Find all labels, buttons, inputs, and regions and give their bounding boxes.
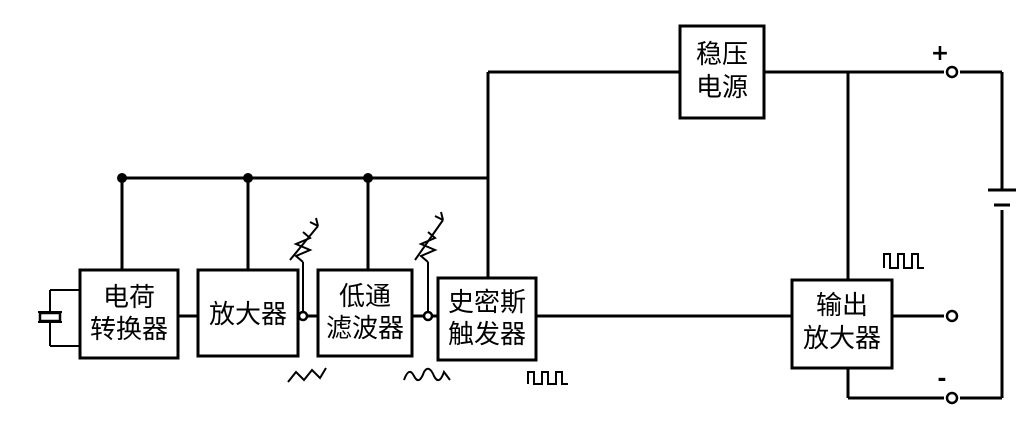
- charge-converter-line1: 电荷: [103, 283, 155, 313]
- minus-sign: -: [937, 367, 946, 392]
- adjustable-resistor-icon: [414, 211, 444, 312]
- block-output-amplifier: 输出 放大器: [790, 278, 894, 370]
- square-wave-icon: [527, 371, 568, 385]
- block-regulated-power: 稳压 电源: [678, 24, 766, 120]
- plus-sign: +: [931, 41, 949, 66]
- adjustable-resistor-icon: [289, 217, 319, 312]
- lowpass-filter-line2: 滤波器: [326, 314, 404, 344]
- junction-dots: [117, 173, 373, 183]
- schmitt-trigger-line1: 史密斯: [448, 288, 526, 318]
- wiring: [120, 70, 1004, 400]
- output-amplifier-line1: 输出: [816, 291, 868, 321]
- block-lowpass-filter: 低通 滤波器: [316, 268, 414, 358]
- amplifier-label: 放大器: [209, 300, 287, 330]
- block-schmitt-trigger: 史密斯 触发器: [436, 276, 538, 362]
- triangle-wave-icon: [287, 367, 327, 383]
- regulated-power-line1: 稳压: [696, 40, 748, 70]
- battery-icon: [988, 188, 1016, 207]
- piezo-sensor-icon: [38, 289, 80, 347]
- positive-terminal: +: [931, 41, 959, 79]
- charge-converter-line2: 转换器: [90, 315, 168, 345]
- block-amplifier: 放大器: [196, 268, 300, 358]
- regulated-power-line2: 电源: [696, 73, 748, 103]
- output-amplifier-line2: 放大器: [803, 324, 881, 354]
- sine-wave-icon: [403, 367, 451, 382]
- signal-output-terminal: [945, 309, 959, 323]
- lowpass-filter-line1: 低通: [339, 282, 391, 312]
- block-charge-converter: 电荷 转换器: [78, 268, 180, 360]
- negative-terminal: -: [937, 367, 959, 405]
- square-wave-icon: [883, 253, 924, 269]
- schmitt-trigger-line2: 触发器: [448, 320, 526, 350]
